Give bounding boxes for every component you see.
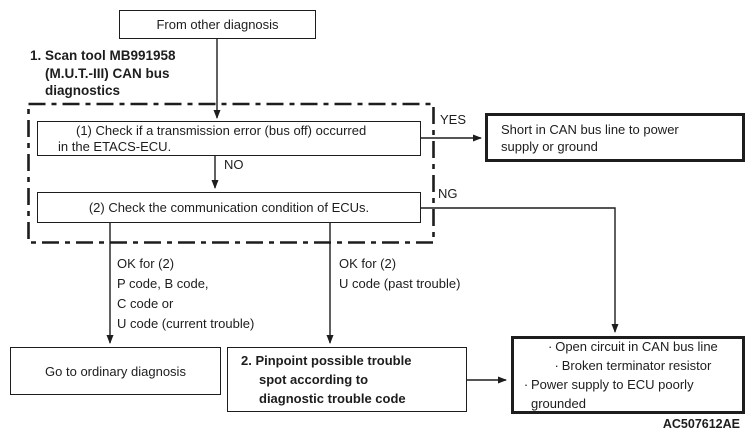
edge-label-no: NO: [224, 157, 244, 172]
node-start-label: From other diagnosis: [156, 17, 279, 32]
arrow-ng-to-causes: [420, 207, 619, 333]
node-result-pinpoint-trouble-spot: 2. Pinpoint possible trouble spot accord…: [227, 347, 467, 412]
node-step1-transmission-error-check: (1) Check if a transmission error (bus o…: [37, 121, 421, 156]
node-step2-label: (2) Check the communication condition of…: [88, 200, 370, 215]
edge-label-ok-past-trouble: OK for (2) U code (past trouble): [339, 256, 461, 291]
node-step1-label: (1) Check if a transmission error (bus o…: [58, 122, 367, 154]
node-start: From other diagnosis: [119, 10, 316, 39]
cause-item: · Open circuit in CAN bus line: [545, 337, 718, 356]
bullet-glyph: ·: [554, 358, 559, 373]
cause-item: · Power supply to ECU poorly grounded: [521, 375, 742, 413]
cause-item: · Broken terminator resistor: [552, 356, 712, 375]
cause-item-label: Open circuit in CAN bus line: [555, 339, 718, 354]
edge-label-yes: YES: [440, 112, 467, 127]
node-result-ordinary-label: Go to ordinary diagnosis: [45, 363, 186, 379]
cause-item-label: Broken terminator resistor: [561, 358, 712, 373]
node-result-ordinary-diagnosis: Go to ordinary diagnosis: [10, 347, 221, 395]
bullet-glyph: ·: [548, 339, 553, 354]
edge-label-ok-current-trouble: OK for (2) P code, B code, C code or U c…: [117, 256, 255, 331]
node-result-possible-causes: · Open circuit in CAN bus line · Broken …: [511, 336, 745, 414]
figure-code: AC507612AE: [662, 417, 740, 431]
cause-item-label: Power supply to ECU poorly grounded: [531, 377, 694, 411]
node-step2-communication-check: (2) Check the communication condition of…: [37, 192, 421, 223]
edge-label-ng: NG: [438, 186, 458, 201]
node-result-short-in-can-bus: Short in CAN bus line to power supply or…: [485, 113, 745, 162]
section-label-scan-tool: 1. Scan tool MB991958 (M.U.T.-III) CAN b…: [30, 48, 176, 98]
bullet-glyph: ·: [523, 377, 529, 392]
node-result-pinpoint-label: 2. Pinpoint possible trouble spot accord…: [241, 353, 412, 406]
node-result-short-label: Short in CAN bus line to power supply or…: [501, 121, 679, 154]
